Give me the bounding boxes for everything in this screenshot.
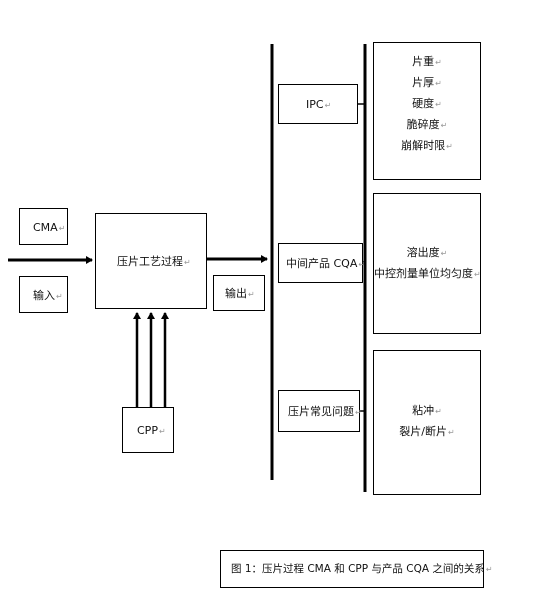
issues-detail-box: 粘冲↵ 裂片/断片↵: [373, 350, 481, 495]
common-issues-box: 压片常见问题↵: [278, 390, 362, 432]
input-label: 输入: [33, 289, 55, 302]
output-label: 输出: [225, 287, 247, 300]
figure-caption: 图 1：压片过程 CMA 和 CPP 与产品 CQA 之间的关系: [231, 563, 485, 575]
input-label-box: 输入↵: [19, 276, 68, 313]
caption-box: 图 1：压片过程 CMA 和 CPP 与产品 CQA 之间的关系↵: [220, 550, 493, 588]
cqa-detail-box: 溶出度↵ 中控剂量单位均匀度↵: [373, 193, 481, 334]
ipc-item: 硬度: [412, 97, 435, 110]
output-box: 输出↵: [213, 275, 265, 311]
ipc-label: IPC: [306, 98, 324, 111]
common-issues-label: 压片常见问题: [288, 405, 354, 418]
process-box: 压片工艺过程↵: [95, 213, 207, 309]
ipc-box: IPC↵: [278, 84, 358, 124]
cpp-label: CPP: [137, 424, 158, 437]
cpp-box: CPP↵: [122, 407, 174, 453]
issue-item: 裂片/断片: [399, 425, 447, 438]
ipc-item: 片重: [412, 55, 435, 68]
cma-label: CMA: [33, 221, 58, 234]
ipc-item: 片厚: [412, 76, 435, 89]
ipc-item: 崩解时限: [401, 139, 446, 152]
cqa-item: 中控剂量单位均匀度: [374, 267, 473, 280]
cqa-item: 溶出度: [406, 246, 440, 259]
cma-box: CMA↵: [19, 208, 68, 245]
intermediate-cqa-label: 中间产品 CQA: [286, 257, 358, 270]
process-label: 压片工艺过程: [117, 255, 183, 268]
ipc-item: 脆碎度: [406, 118, 440, 131]
issue-item: 粘冲: [412, 404, 435, 417]
ipc-detail-box: 片重↵ 片厚↵ 硬度↵ 脆碎度↵ 崩解时限↵: [373, 42, 481, 180]
intermediate-cqa-box: 中间产品 CQA↵: [278, 243, 365, 283]
